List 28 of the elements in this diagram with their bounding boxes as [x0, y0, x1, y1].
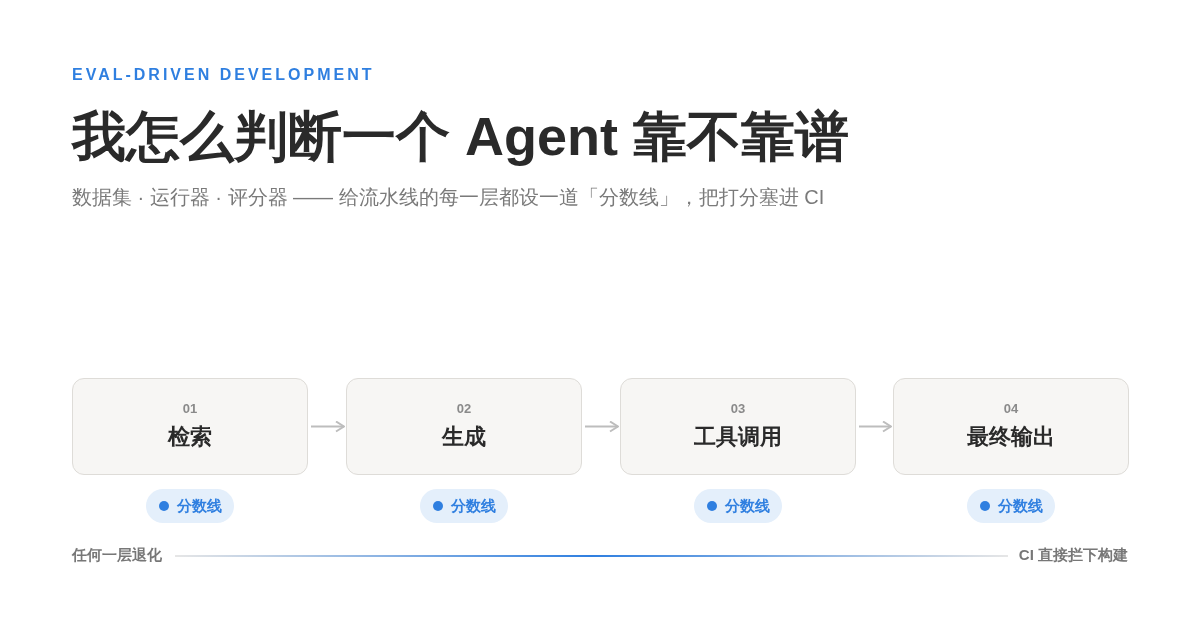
step-title: 最终输出	[967, 423, 1055, 451]
scale-label: 任何一层退化	[72, 546, 162, 565]
step-box	[346, 378, 582, 475]
title: 我怎么判断一个 Agent 靠不靠谱	[72, 105, 849, 168]
arrow	[584, 420, 619, 433]
arrow	[858, 420, 892, 433]
badge-label: 分数线	[450, 496, 496, 516]
step-number: 02	[456, 401, 472, 416]
score-badge	[146, 489, 234, 523]
step-title: 检索	[168, 423, 212, 451]
score-badge	[967, 489, 1055, 523]
eyebrow-text: EVAL-DRIVEN DEVELOPMENT	[72, 66, 375, 84]
step-number: 01	[182, 401, 198, 416]
step-box	[893, 378, 1129, 475]
step-box	[620, 378, 856, 475]
arrow	[310, 420, 345, 433]
step-number: 03	[730, 401, 746, 416]
badge-label: 分数线	[724, 496, 770, 516]
step-number: 04	[1003, 401, 1019, 416]
score-badge	[694, 489, 782, 523]
badge-label: 分数线	[997, 496, 1043, 516]
score-badge	[420, 489, 508, 523]
badge-label: 分数线	[176, 496, 222, 516]
step-title: 工具调用	[694, 423, 782, 451]
step-box	[72, 378, 308, 475]
subtitle: 数据集 · 运行器 · 评分器 —— 给流水线的每一层都设一道「分数线」，把打分塞进 CI	[72, 185, 825, 210]
scale-label: CI 直接拦下构建	[1018, 546, 1128, 565]
step-title: 生成	[442, 423, 486, 451]
